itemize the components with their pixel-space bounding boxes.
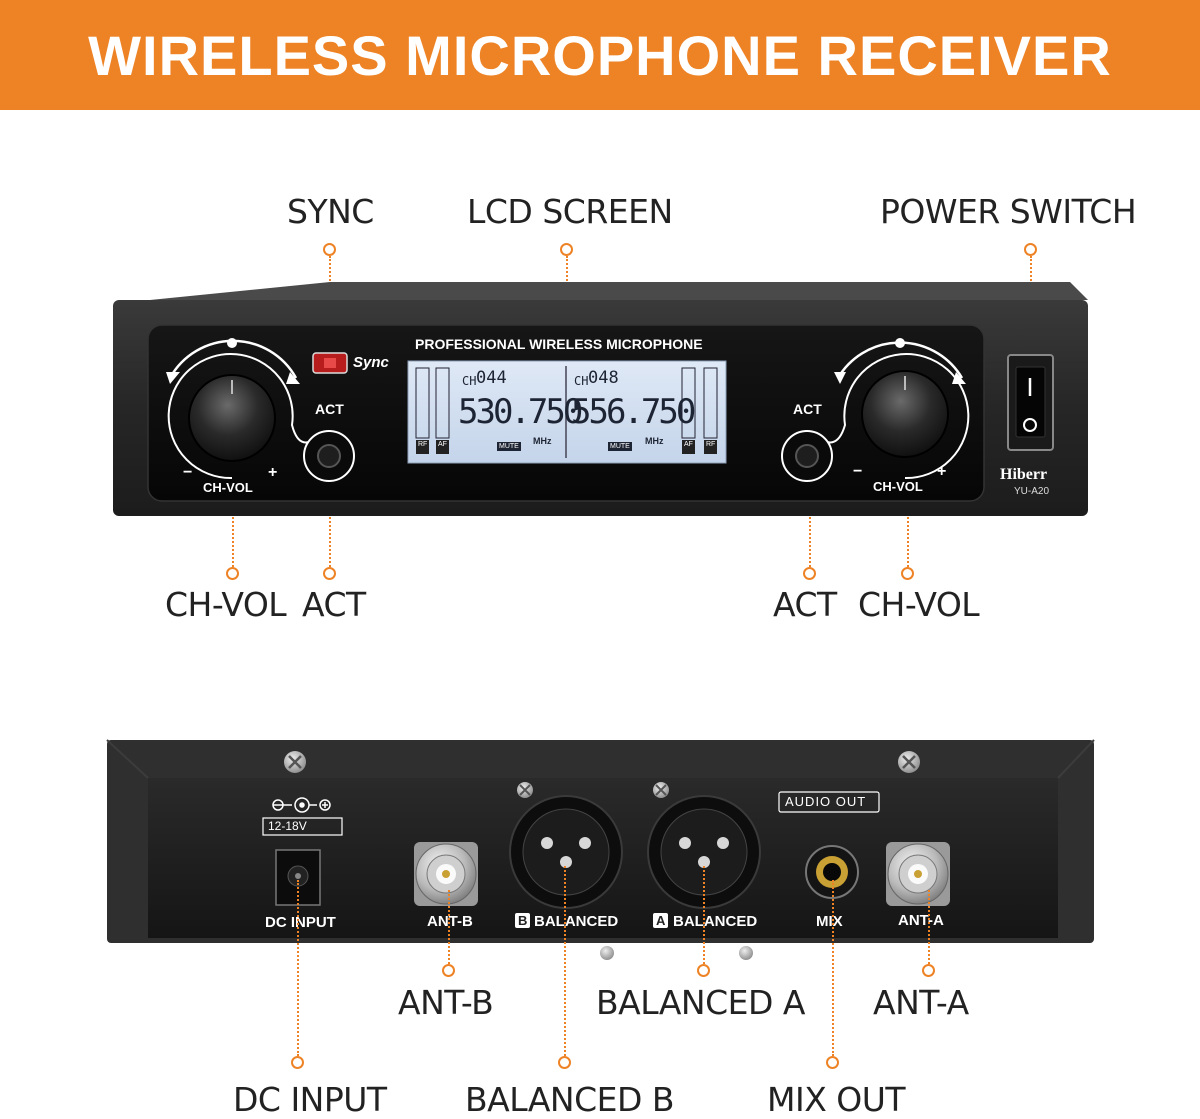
callout-dot	[697, 964, 710, 977]
screw-icon	[898, 751, 920, 773]
lcd-mute-b: MUTE	[608, 442, 632, 451]
callout-dot	[1024, 243, 1037, 256]
lcd-ch-a-label: CH	[462, 374, 477, 388]
ch-vol-label-right: CH-VOL	[873, 479, 923, 494]
minus-label: −	[853, 463, 863, 480]
screw-icon	[600, 946, 614, 960]
knob-outline	[811, 353, 970, 480]
leader-line	[564, 866, 566, 1056]
callout-dot	[226, 567, 239, 580]
balanced-a-xlr-connector[interactable]	[647, 795, 761, 909]
title-banner: WIRELESS MICROPHONE RECEIVER	[0, 0, 1200, 110]
lcd-af-label: AF	[684, 441, 693, 448]
mix-out-jack[interactable]	[805, 845, 859, 899]
leader-line	[928, 890, 930, 964]
ch-vol-label-left: CH-VOL	[203, 480, 253, 495]
leader-line	[703, 866, 705, 964]
balanced-b-xlr-connector[interactable]	[509, 795, 623, 909]
callout-dot	[291, 1056, 304, 1069]
balanced-a-panel-label: BALANCED	[673, 913, 758, 930]
minus-label: −	[183, 464, 193, 481]
leader-line	[297, 880, 299, 1056]
plus-label: +	[937, 463, 947, 480]
sync-label: Sync	[353, 354, 389, 371]
leader-line	[832, 880, 834, 1056]
ant-a-connector[interactable]	[886, 842, 950, 906]
ant-a-panel-label: ANT-A	[898, 912, 944, 929]
label-act-right: ACT	[773, 585, 837, 624]
label-balanced-b: BALANCED B	[465, 1080, 675, 1119]
screw-icon	[653, 782, 669, 798]
leader-line	[448, 890, 450, 964]
act-label-left: ACT	[315, 401, 344, 417]
lcd-rf-label: RF	[418, 441, 428, 448]
ant-b-connector[interactable]	[414, 842, 478, 906]
callout-dot	[442, 964, 455, 977]
callout-dot	[803, 567, 816, 580]
lcd-meters	[415, 367, 718, 454]
label-act-left: ACT	[302, 585, 366, 624]
label-ch-vol-right: CH-VOL	[858, 585, 980, 624]
screw-icon	[517, 782, 533, 798]
callout-dot	[826, 1056, 839, 1069]
lcd-mute-a: MUTE	[497, 442, 521, 451]
callout-dot	[901, 567, 914, 580]
knob-outline	[167, 353, 324, 480]
b-letter-badge: B	[515, 913, 531, 928]
lcd-unit-b: MHz	[645, 436, 664, 446]
lcd-rf-label: RF	[706, 441, 716, 448]
audio-out-label: AUDIO OUT	[785, 794, 867, 809]
panel-header: PROFESSIONAL WIRELESS MICROPHONE	[415, 336, 703, 352]
label-balanced-a: BALANCED A	[596, 983, 805, 1022]
banner-title: WIRELESS MICROPHONE RECEIVER	[88, 23, 1112, 87]
lcd-ch-a-value: 044	[476, 368, 507, 388]
callout-dot	[323, 567, 336, 580]
lcd-freq-b: 556.750	[571, 392, 696, 432]
ch-vol-knob-left[interactable]	[188, 374, 276, 462]
lcd-ch-b-value: 048	[588, 368, 619, 388]
brand-logo: Hiberr	[1000, 466, 1048, 483]
label-power-switch: POWER SWITCH	[880, 192, 1137, 231]
callout-dot	[558, 1056, 571, 1069]
balanced-b-panel-label: BALANCED	[534, 913, 619, 930]
a-letter-badge: A	[653, 913, 669, 928]
mix-panel-label: MIX	[816, 913, 843, 930]
screw-icon	[739, 946, 753, 960]
label-dc-input: DC INPUT	[233, 1080, 387, 1119]
ch-vol-knob-right[interactable]	[861, 370, 949, 458]
lcd-screen	[407, 360, 727, 464]
callout-dot	[922, 964, 935, 977]
label-ant-a: ANT-A	[873, 983, 969, 1022]
plus-label: +	[268, 464, 278, 481]
label-lcd-screen: LCD SCREEN	[467, 192, 673, 231]
dc-input-panel-label: DC INPUT	[265, 914, 336, 931]
label-ch-vol-left: CH-VOL	[165, 585, 287, 624]
dc-rating-label: 12-18V	[268, 819, 307, 833]
label-mix-out: MIX OUT	[767, 1080, 906, 1119]
screw-icon	[284, 751, 306, 773]
model-label: YU-A20	[1014, 486, 1050, 497]
lcd-freq-a: 530.750	[458, 392, 583, 432]
label-ant-b: ANT-B	[398, 983, 494, 1022]
callout-dot	[323, 243, 336, 256]
callout-dot	[560, 243, 573, 256]
lcd-af-label: AF	[438, 441, 447, 448]
label-sync: SYNC	[287, 192, 374, 231]
lcd-unit-a: MHz	[533, 436, 552, 446]
dc-polarity-icon	[272, 797, 331, 813]
act-label-right: ACT	[793, 401, 822, 417]
lcd-ch-b-label: CH	[574, 374, 589, 388]
